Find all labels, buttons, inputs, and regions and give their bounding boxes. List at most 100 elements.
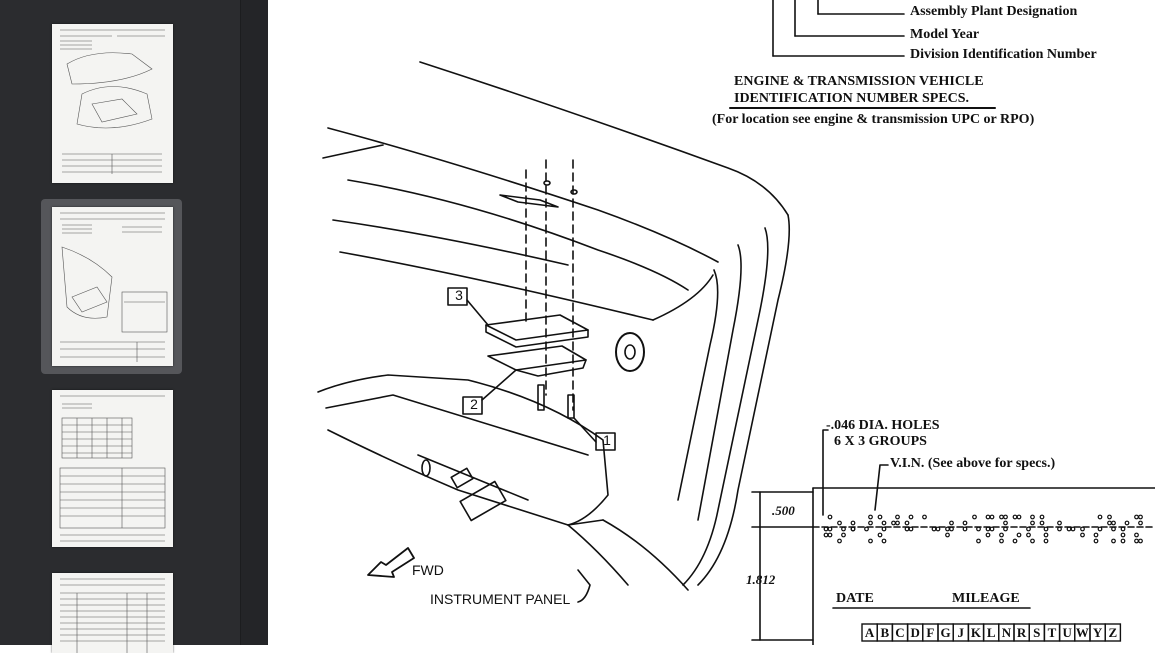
- letter-box-label: Z: [1108, 625, 1118, 640]
- dot-hole: [868, 538, 873, 544]
- dot-hole: [945, 532, 950, 538]
- dot-hole: [841, 526, 846, 532]
- letter-box-label: J: [957, 625, 965, 640]
- dot-hole: [999, 514, 1004, 520]
- model-year-label: Model Year: [910, 27, 980, 42]
- sidebar-divider[interactable]: [240, 0, 269, 645]
- page-thumbnail-2[interactable]: [41, 199, 182, 374]
- dot-hole: [1043, 526, 1049, 532]
- dot-hole: [976, 538, 981, 544]
- letter-box-label: T: [1047, 625, 1057, 640]
- dot-hole: [1003, 526, 1008, 532]
- dot-hole: [850, 526, 856, 532]
- vin-note-label: V.I.N. (See above for specs.): [890, 456, 1056, 471]
- engine-spec-title-line2: IDENTIFICATION NUMBER SPECS.: [734, 91, 970, 106]
- letter-box: [1104, 623, 1122, 642]
- letter-box-label: U: [1062, 625, 1072, 640]
- letter-box-label: C: [895, 625, 905, 640]
- dot-hole: [864, 526, 869, 532]
- dot-hole: [1124, 520, 1130, 526]
- dot-hole: [841, 532, 846, 538]
- dot-hole: [1093, 532, 1099, 538]
- dot-hole: [1026, 526, 1031, 532]
- engine-spec-title-line1: ENGINE & TRANSMISSION VEHICLE: [734, 74, 984, 89]
- letter-box-label: S: [1033, 625, 1041, 640]
- page-thumbnail-4[interactable]: [41, 565, 182, 653]
- dot-hole: [1134, 514, 1139, 520]
- dot-hole: [881, 520, 887, 526]
- dot-hole: [868, 520, 873, 526]
- dot-hole: [999, 538, 1004, 544]
- instrument-panel-label: INSTRUMENT PANEL: [430, 591, 571, 607]
- dot-hole: [881, 538, 887, 544]
- dot-hole: [1120, 532, 1126, 538]
- dot-hole: [1057, 520, 1062, 526]
- dot-hole: [881, 526, 887, 532]
- page-thumbnail-1[interactable]: [41, 16, 182, 191]
- dot-hole: [823, 532, 829, 538]
- dot-hole: [931, 526, 937, 532]
- callout-2: 2: [470, 396, 478, 412]
- dot-hole: [1138, 514, 1143, 520]
- dot-hole: [999, 532, 1004, 538]
- page-thumbnail-3[interactable]: [41, 382, 182, 557]
- callout-1: 1: [603, 432, 611, 448]
- dot-hole: [1043, 538, 1049, 544]
- date-label: DATE: [836, 591, 874, 606]
- dot-hole: [1070, 526, 1076, 532]
- dot-hole: [837, 538, 842, 544]
- dot-hole: [1039, 514, 1045, 520]
- dot-hole: [949, 520, 954, 526]
- dot-hole: [1120, 526, 1126, 532]
- dot-hole: [1107, 520, 1112, 526]
- letter-box-label: B: [880, 625, 890, 640]
- dot-hole: [1039, 520, 1045, 526]
- dot-hole: [1057, 526, 1062, 532]
- letter-boxes: [861, 623, 1122, 642]
- dot-hole: [949, 526, 954, 532]
- dot-hole: [1097, 526, 1103, 532]
- dot-hole: [1111, 526, 1116, 532]
- letter-box-label: D: [910, 625, 920, 640]
- dot-hole: [1026, 532, 1031, 538]
- dot-hole: [989, 514, 995, 520]
- letter-box-label: K: [970, 625, 982, 640]
- fwd-label: FWD: [412, 562, 444, 578]
- dot-hole: [1030, 538, 1035, 544]
- dot-hole: [877, 532, 883, 538]
- dot-hole: [976, 526, 981, 532]
- dot-hole: [1107, 514, 1112, 520]
- letter-box-label: G: [940, 625, 951, 640]
- dot-hole: [868, 514, 873, 520]
- vin-dot-holes: [823, 514, 1143, 544]
- dot-hole: [1111, 520, 1116, 526]
- dot-hole: [1080, 526, 1085, 532]
- document-page-view: Assembly Plant Designation Model Year Di…: [268, 0, 1155, 645]
- dot-hole: [891, 520, 896, 526]
- letter-box-label: W: [1075, 625, 1089, 640]
- letter-box-label: N: [1001, 625, 1012, 640]
- engine-spec-note: (For location see engine & transmission …: [712, 112, 1035, 127]
- dot-hole: [945, 526, 950, 532]
- dot-hole: [1138, 520, 1143, 526]
- dot-hole: [1120, 538, 1126, 544]
- letter-box-label: F: [926, 625, 935, 640]
- dot-hole: [972, 514, 977, 520]
- page-thumbnail-2-image: [52, 207, 173, 366]
- thumbnail-sidebar: [0, 0, 240, 653]
- dot-hole: [904, 526, 910, 532]
- dot-hole: [1066, 526, 1072, 532]
- letter-box-label: L: [986, 625, 996, 640]
- dot-hole: [1093, 538, 1099, 544]
- page-thumbnail-1-image: [52, 24, 173, 183]
- dot-hole: [823, 526, 829, 532]
- mileage-label: MILEAGE: [952, 591, 1020, 606]
- division-id-label: Division Identification Number: [910, 47, 1097, 62]
- holes-label: -.046 DIA. HOLES: [826, 418, 940, 433]
- dot-hole: [908, 526, 914, 532]
- dot-hole: [985, 526, 991, 532]
- dot-hole: [908, 514, 914, 520]
- dot-hole: [1012, 514, 1018, 520]
- dimension-500: .500: [772, 503, 795, 518]
- dot-hole: [989, 526, 995, 532]
